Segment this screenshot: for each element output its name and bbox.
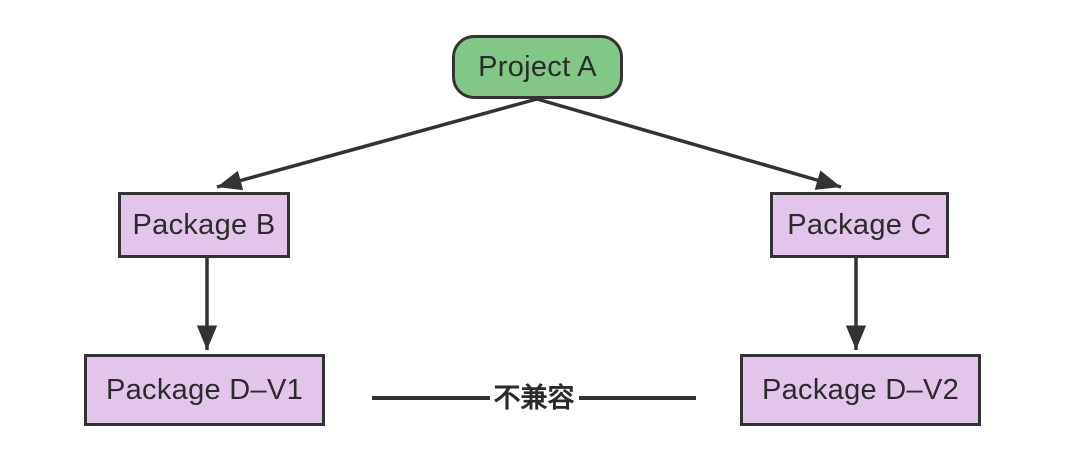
node-package-c-label: Package C xyxy=(787,208,932,241)
node-project-a-label: Project A xyxy=(478,50,597,83)
node-project-a: Project A xyxy=(452,35,623,99)
node-package-b: Package B xyxy=(118,192,290,258)
edge-project-a-to-package-c xyxy=(536,97,842,190)
node-package-c: Package C xyxy=(770,192,949,258)
incompatibility-label: 不兼容 xyxy=(493,382,575,413)
node-package-d-v1-label: Package D–V1 xyxy=(105,373,304,406)
incompatibility-connector: 不兼容 xyxy=(372,380,696,416)
node-package-d-v2-label: Package D–V2 xyxy=(761,373,960,406)
edge-project-a-to-package-b xyxy=(216,97,538,191)
node-package-b-label: Package B xyxy=(132,208,276,241)
node-package-d-v2: Package D–V2 xyxy=(740,354,981,426)
incompatibility-line-left xyxy=(372,396,490,400)
incompatibility-line-right xyxy=(578,396,696,400)
node-package-d-v1: Package D–V1 xyxy=(84,354,325,426)
